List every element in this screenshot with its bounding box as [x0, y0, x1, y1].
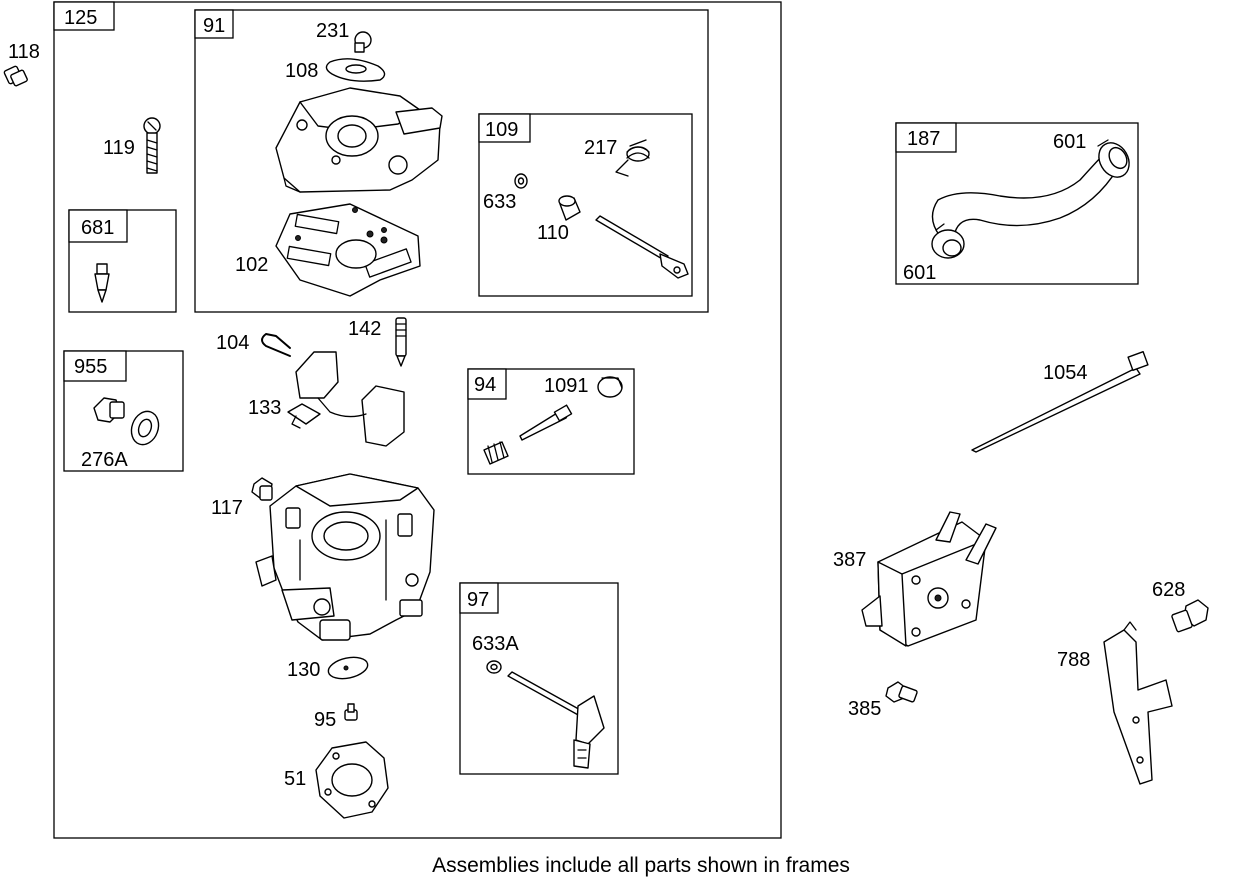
frame-label-97: 97: [467, 589, 489, 611]
part-109-shaft: [595, 215, 689, 279]
part-label-276A: 276A: [81, 449, 128, 471]
frame-label-187: 187: [907, 128, 940, 150]
part-104-clip: [261, 333, 291, 357]
part-label-108: 108: [285, 60, 318, 82]
frame-94: 94: [467, 368, 635, 475]
part-label-633A: 633A: [472, 633, 519, 655]
part-94-screw: [483, 404, 573, 465]
part-label-231: 231: [316, 20, 349, 42]
frame-109: 109: [478, 113, 693, 297]
part-label-119: 119: [103, 137, 135, 159]
part-217-spring: [615, 139, 650, 177]
part-51-gasket: [315, 741, 389, 819]
frame-91: 91: [194, 9, 709, 313]
part-label-633: 633: [483, 191, 516, 213]
frame-125: 125: [53, 1, 782, 839]
part-label-130: 130: [287, 659, 320, 681]
frame-label-955: 955: [74, 356, 107, 378]
frame-187: 187: [895, 122, 1139, 285]
frame-label-91: 91: [203, 15, 225, 37]
part-633A-seal: [486, 660, 502, 674]
part-label-387: 387: [833, 549, 866, 571]
part-label-217: 217: [584, 137, 617, 159]
frame-97: 97: [459, 582, 619, 775]
part-108-gasket: [325, 58, 386, 82]
part-187-fuel-line: [931, 139, 1130, 259]
part-label-110: 110: [537, 222, 569, 244]
part-label-102: 102: [235, 254, 268, 276]
part-117-plug: [251, 477, 273, 501]
part-142-pin: [395, 317, 407, 367]
part-231-screw: [354, 31, 372, 53]
part-label-1091: 1091: [544, 375, 589, 397]
part-91-cover: [275, 87, 443, 193]
part-label-104: 104: [216, 332, 249, 354]
frame-955: 955: [63, 350, 184, 472]
part-label-1054: 1054: [1043, 362, 1088, 384]
part-97-shaft: [507, 671, 605, 769]
part-110-bushing: [558, 195, 581, 221]
frame-label-125: 125: [64, 7, 97, 29]
part-label-51: 51: [284, 768, 306, 790]
part-102-gasket: [275, 203, 421, 297]
part-1091-cap: [597, 376, 623, 398]
diagram-caption: Assemblies include all parts shown in fr…: [432, 854, 850, 877]
part-label-628: 628: [1152, 579, 1185, 601]
part-387-fuel-pump: [861, 511, 997, 647]
part-label-788: 788: [1057, 649, 1090, 671]
part-1054-cable-tie: [971, 350, 1149, 453]
part-label-385: 385: [848, 698, 881, 720]
part-label-117: 117: [211, 497, 243, 519]
part-label-142: 142: [348, 318, 381, 340]
part-633-seal: [514, 173, 528, 189]
part-95-screw: [344, 703, 358, 721]
part-628-plug: [1171, 599, 1209, 633]
part-119-screw: [143, 117, 161, 174]
part-133-float: [287, 351, 405, 447]
part-385-screw: [885, 681, 918, 703]
frame-label-681: 681: [81, 217, 114, 239]
part-681-needle: [94, 263, 110, 303]
part-label-95: 95: [314, 709, 336, 731]
frame-label-94: 94: [474, 374, 496, 396]
carburetor-body: [255, 473, 435, 641]
part-118-plug: [3, 65, 28, 87]
part-788-bracket: [1103, 621, 1173, 785]
frame-label-109: 109: [485, 119, 518, 141]
part-label-118: 118: [8, 41, 40, 63]
part-label-601-bottom: 601: [903, 262, 936, 284]
part-label-601-top: 601: [1053, 131, 1086, 153]
part-955-fitting: [93, 397, 160, 446]
part-label-133: 133: [248, 397, 281, 419]
frame-681: 681: [68, 209, 177, 313]
part-130-disc: [327, 656, 369, 680]
